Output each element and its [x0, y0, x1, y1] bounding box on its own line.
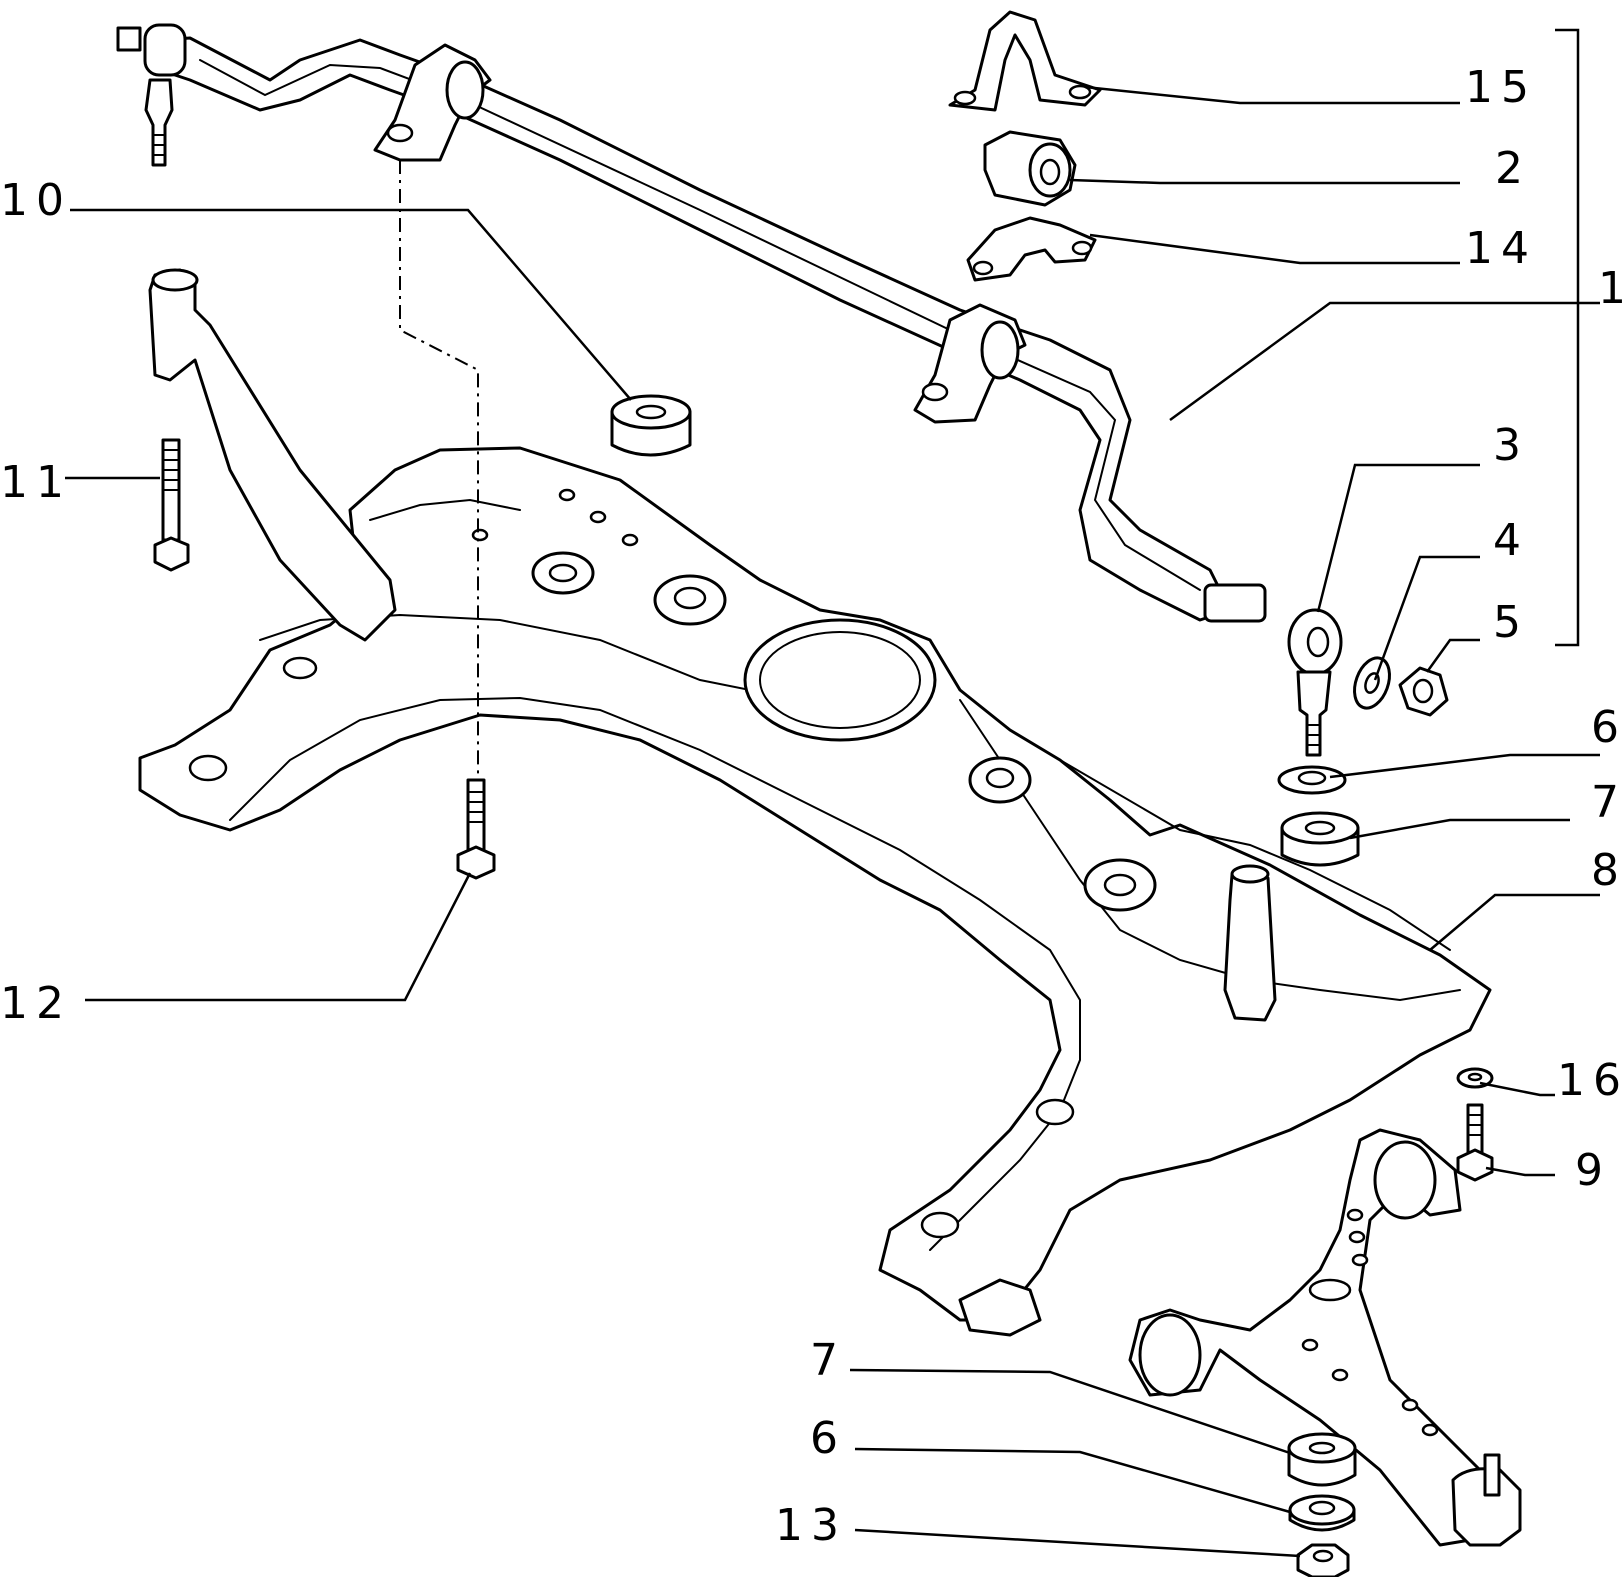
- clamp-plate-14: [966, 216, 1097, 282]
- callout-16: 16: [1557, 1055, 1624, 1106]
- bushing-7-lower: [1287, 1432, 1357, 1487]
- lower-control-arm: [1128, 1128, 1522, 1547]
- alignment-line: [399, 160, 479, 800]
- callout-12: 12: [0, 978, 72, 1029]
- bolt-9: [1456, 1103, 1494, 1182]
- callout-6-upper: 6: [1591, 702, 1624, 753]
- callout-labels: 15 2 14 1 3 4 5 6 7 8 10 11 12 16 9 7 6 …: [0, 62, 1624, 1551]
- bushing-10: [610, 394, 692, 457]
- callout-13: 13: [775, 1500, 847, 1551]
- callout-2: 2: [1495, 143, 1531, 194]
- bushing-7-upper: [1280, 811, 1360, 867]
- callout-5: 5: [1493, 597, 1529, 648]
- bar-clamp-left: [373, 43, 492, 162]
- callout-8: 8: [1591, 845, 1624, 896]
- bar-clamp-right: [913, 303, 1027, 424]
- leader-lines: [65, 85, 1600, 1558]
- callout-7-upper: 7: [1591, 777, 1624, 828]
- bracket-15: [948, 10, 1102, 112]
- nut-5: [1398, 666, 1449, 717]
- bushing-2: [983, 130, 1077, 207]
- callout-14: 14: [1465, 223, 1537, 274]
- link-end-3: [1203, 583, 1343, 757]
- callout-6-lower: 6: [810, 1413, 846, 1464]
- nut-13: [1296, 1543, 1350, 1577]
- washer-4: [1353, 656, 1391, 710]
- callout-1: 1: [1598, 263, 1624, 314]
- callout-3: 3: [1493, 420, 1529, 471]
- callout-9: 9: [1575, 1145, 1611, 1196]
- subframe-crossmember: [138, 268, 1492, 1337]
- callout-11: 11: [0, 457, 72, 508]
- washer-6-upper: [1277, 765, 1347, 795]
- bolt-11: [153, 438, 190, 572]
- washer-6-lower: [1288, 1494, 1356, 1532]
- group-bracket: [1555, 28, 1580, 647]
- bolt-12: [456, 778, 496, 880]
- callout-4: 4: [1493, 515, 1529, 566]
- callout-7-lower: 7: [810, 1335, 846, 1386]
- callout-15: 15: [1465, 62, 1537, 113]
- callout-10: 10: [0, 175, 72, 226]
